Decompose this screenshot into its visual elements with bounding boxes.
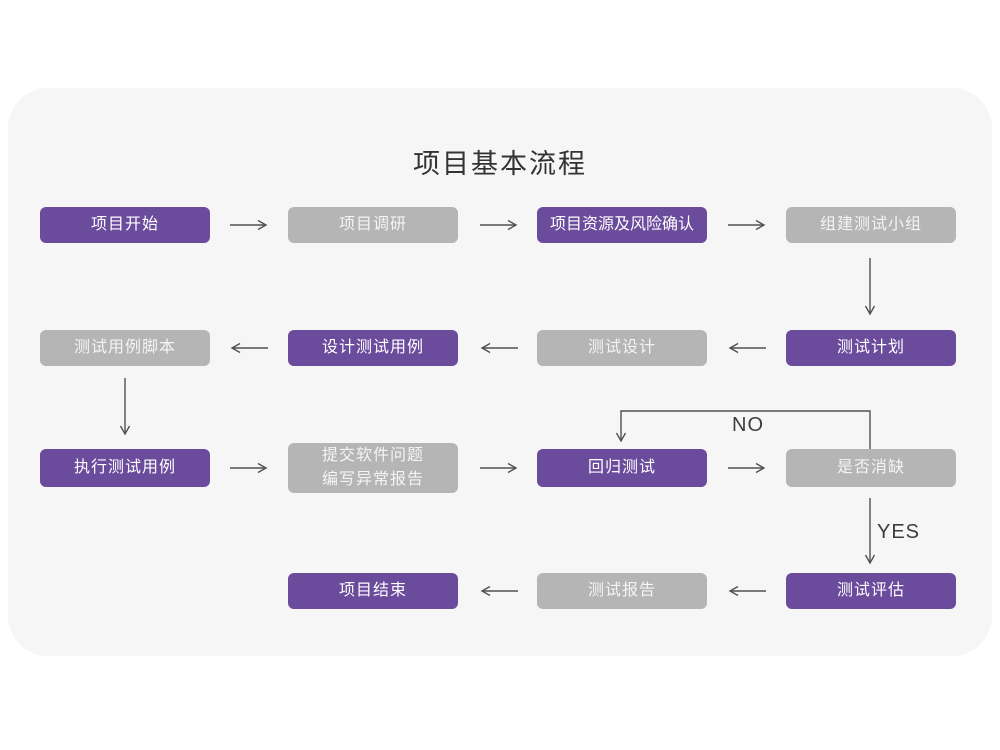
node-project-research: 项目调研	[288, 207, 458, 243]
node-test-evaluation: 测试评估	[786, 573, 956, 609]
node-execute-test-cases: 执行测试用例	[40, 449, 210, 487]
page-title: 项目基本流程	[413, 149, 587, 179]
node-resources-risk: 项目资源及风险确认	[537, 207, 707, 243]
node-submit-issues: 提交软件问题 编写异常报告	[288, 443, 458, 493]
node-test-case-script: 测试用例脚本	[40, 330, 210, 366]
node-regression-test: 回归测试	[537, 449, 707, 487]
node-design-test-cases: 设计测试用例	[288, 330, 458, 366]
node-defect-cleared: 是否消缺	[786, 449, 956, 487]
flowchart-card	[8, 88, 992, 656]
node-project-start: 项目开始	[40, 207, 210, 243]
node-build-test-team: 组建测试小组	[786, 207, 956, 243]
node-test-report: 测试报告	[537, 573, 707, 609]
branch-label-yes: YES	[877, 521, 921, 543]
node-test-design: 测试设计	[537, 330, 707, 366]
branch-label-no: NO	[732, 414, 764, 436]
node-project-end: 项目结束	[288, 573, 458, 609]
node-test-plan: 测试计划	[786, 330, 956, 366]
